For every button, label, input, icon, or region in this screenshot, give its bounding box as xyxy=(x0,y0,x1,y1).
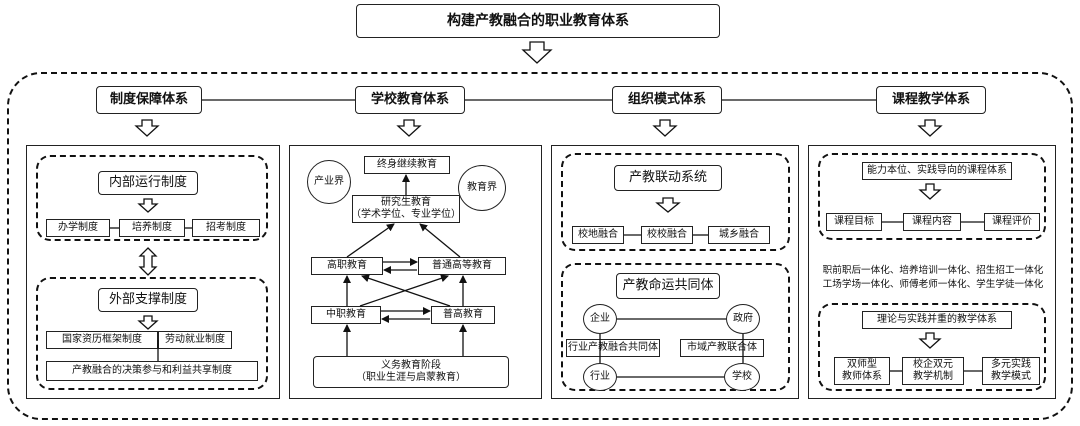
hollow-arrow-col1 xyxy=(134,119,160,137)
hollow-arrow-teaching xyxy=(918,332,942,349)
double-hollow-arrow xyxy=(138,247,158,276)
lifelong-education: 终身继续教育 xyxy=(364,156,450,174)
linkage-title: 产教联动系统 xyxy=(614,165,722,191)
external-group xyxy=(36,277,268,390)
internal-item-3: 招考制度 xyxy=(192,219,260,237)
competency-group xyxy=(818,153,1046,240)
external-title: 外部支撑制度 xyxy=(98,288,198,312)
main-title: 构建产教融合的职业教育体系 xyxy=(356,4,720,38)
hollow-arrow-competency xyxy=(918,183,942,200)
competency-item-2: 课程内容 xyxy=(903,213,961,231)
hollow-arrow-external xyxy=(137,315,159,330)
header-organization: 组织模式体系 xyxy=(612,86,722,114)
hollow-arrow-title xyxy=(521,41,553,64)
government-circle: 政府 xyxy=(726,304,760,334)
competency-item-3: 课程评价 xyxy=(984,213,1040,231)
higher-vocational: 高职教育 xyxy=(311,257,383,275)
graduate-education: 研究生教育（学术学位、专业学位） xyxy=(351,195,461,223)
linkage-item-3: 城乡融合 xyxy=(708,226,770,244)
community-group xyxy=(561,263,790,391)
competency-title: 能力本位、实践导向的课程体系 xyxy=(862,162,1012,180)
hollow-arrow-linkage xyxy=(655,197,681,213)
linkage-item-2: 校校融合 xyxy=(641,226,693,244)
education-circle: 教育界 xyxy=(458,165,506,211)
hollow-arrow-col2 xyxy=(396,119,422,137)
linkage-item-1: 校地融合 xyxy=(572,226,624,244)
header-curriculum: 课程教学体系 xyxy=(876,86,986,114)
integration-text: 职前职后一体化、培养培训一体化、招生招工一体化 工场学场一体化、师傅老师一体化、… xyxy=(822,265,1044,290)
external-bottom: 产教融合的决策参与和利益共享制度 xyxy=(46,361,258,381)
internal-item-1: 办学制度 xyxy=(46,219,110,237)
hollow-arrow-col3 xyxy=(652,119,678,137)
competency-item-1: 课程目标 xyxy=(826,213,882,231)
header-institution: 制度保障体系 xyxy=(96,86,202,114)
outer-dashed-frame xyxy=(7,72,1073,420)
industry-circle: 产业界 xyxy=(307,160,351,204)
internal-group xyxy=(36,155,268,241)
industry-community: 行业产教融合共同体 xyxy=(566,339,660,357)
linkage-group xyxy=(561,153,790,251)
internal-item-2: 培养制度 xyxy=(119,219,185,237)
teaching-item-3: 多元实践教学模式 xyxy=(982,357,1040,385)
school-circle: 学校 xyxy=(724,363,760,391)
teaching-item-1: 双师型教师体系 xyxy=(834,357,890,385)
secondary-vocational: 中职教育 xyxy=(311,306,381,324)
internal-title: 内部运行制度 xyxy=(98,171,198,195)
teaching-title: 理论与实践并重的教学体系 xyxy=(862,311,1012,329)
enterprise-circle: 企业 xyxy=(583,304,617,334)
general-higher: 普通高等教育 xyxy=(418,257,506,275)
hollow-arrow-col4 xyxy=(917,119,943,137)
general-high: 普高教育 xyxy=(431,306,495,324)
industry-circle-small: 行业 xyxy=(583,363,617,391)
hollow-arrow-internal xyxy=(137,198,159,213)
community-title: 产教命运共同体 xyxy=(616,273,720,299)
teaching-item-2: 校企双元教学机制 xyxy=(902,357,964,385)
compulsory-education: 义务教育阶段（职业生涯与启蒙教育） xyxy=(313,356,509,388)
teaching-group xyxy=(818,303,1046,391)
header-school: 学校教育体系 xyxy=(355,86,465,114)
